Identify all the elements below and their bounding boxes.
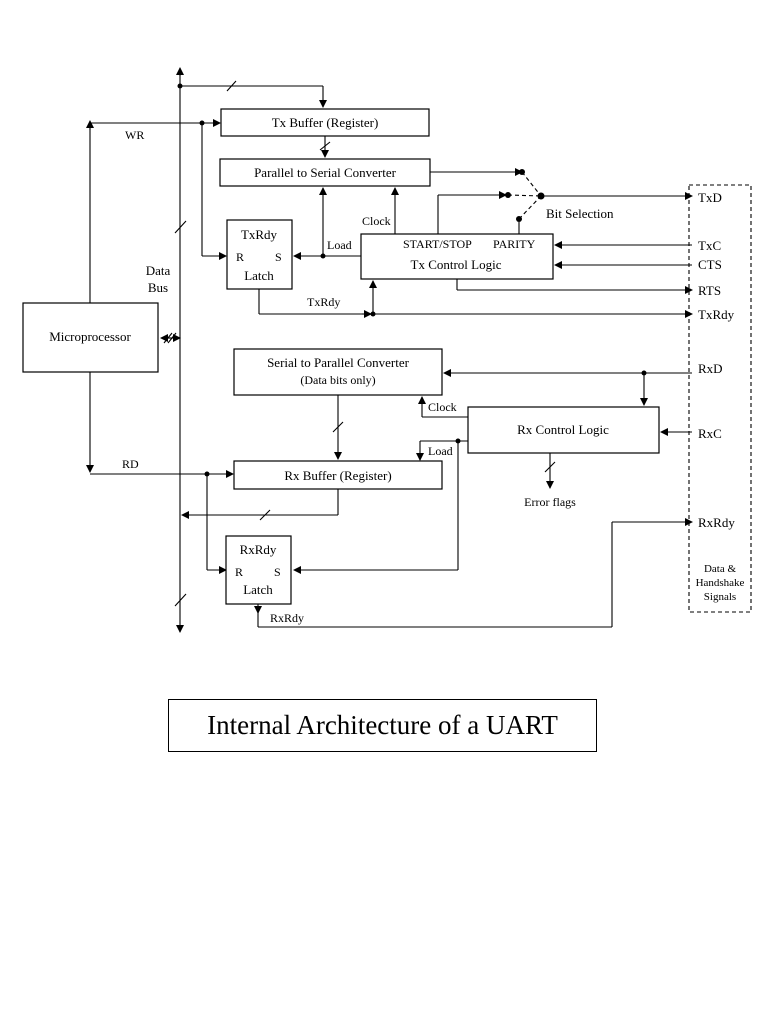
signal-txd: TxD: [698, 190, 722, 205]
uart-diagram: Data Bus Microprocessor WR RD Tx Buffer …: [22, 67, 752, 633]
error-flags-label: Error flags: [524, 495, 576, 509]
tx-control-wires: [293, 187, 520, 260]
wr-label: WR: [125, 128, 144, 142]
rd-label: RD: [122, 457, 139, 471]
rxbuffer-to-bus: [181, 489, 339, 521]
s2p-label: Serial to Parallel Converter: [267, 355, 410, 370]
s2p-to-rxbuffer: [332, 395, 344, 460]
txrdy-latch-bottom: Latch: [244, 268, 274, 283]
tx-control-label: Tx Control Logic: [411, 257, 502, 272]
tx-control-block: [360, 233, 554, 280]
rx-control-label: Rx Control Logic: [517, 422, 609, 437]
handshake-label-3: Signals: [704, 591, 736, 603]
microprocessor-label: Microprocessor: [49, 329, 131, 344]
signal-rts: RTS: [698, 283, 721, 298]
tx-control-startstop: START/STOP: [403, 237, 472, 251]
rxd-wire: [443, 369, 692, 406]
handshake-label-2: Handshake: [696, 577, 745, 589]
signal-rxd: RxD: [698, 361, 723, 376]
txrdy-wire-label: TxRdy: [307, 295, 340, 309]
wr-wire: [86, 119, 227, 303]
handshake-box: [688, 184, 752, 613]
load-rx-label: Load: [428, 444, 453, 458]
rxrdy-latch-bottom: Latch: [243, 582, 273, 597]
txrdy-latch-top: TxRdy: [241, 227, 278, 242]
bit-selection-label: Bit Selection: [546, 206, 614, 221]
rxrdy-wire-label: RxRdy: [270, 611, 304, 625]
rxrdy-latch-r: R: [235, 565, 243, 579]
p2s-label: Parallel to Serial Converter: [254, 165, 397, 180]
txrdy-latch-r: R: [236, 250, 244, 264]
data-bus-label: Bus: [148, 280, 168, 295]
rxrdy-latch-block: [225, 535, 292, 605]
clock-rx-label: Clock: [428, 400, 457, 414]
micro-bus-link: [160, 332, 181, 344]
signal-cts: CTS: [698, 257, 722, 272]
microprocessor-block: [22, 302, 159, 373]
signal-txc: TxC: [698, 238, 721, 253]
tx-control-parity: PARITY: [493, 237, 536, 251]
tx-buffer-label: Tx Buffer (Register): [272, 115, 379, 130]
rxrdy-wire: [254, 518, 693, 628]
handshake-label-1: Data &: [704, 563, 737, 575]
p2s-block: [219, 158, 431, 187]
s2p-block: [233, 348, 443, 396]
rx-buffer-block: [233, 460, 443, 490]
rx-buffer-label: Rx Buffer (Register): [284, 468, 391, 483]
txrdy-wire: [258, 280, 693, 318]
txbuffer-to-p2s: [319, 136, 331, 158]
rx-clock-wire: [418, 396, 468, 418]
bit-selection-switch: [505, 169, 693, 222]
rx-load-wire: [293, 438, 468, 574]
bus-to-txbuffer: [177, 80, 327, 108]
signal-txrdy: TxRdy: [698, 307, 735, 322]
rxrdy-latch-s: S: [274, 565, 281, 579]
diagram-caption: Internal Architecture of a UART: [168, 699, 597, 752]
txrdy-latch-s: S: [275, 250, 282, 264]
error-flags-wire: [544, 453, 556, 489]
signal-rxc: RxC: [698, 426, 722, 441]
txc-cts-wires: [456, 241, 693, 294]
rxrdy-latch-top: RxRdy: [240, 542, 277, 557]
data-bus-label: Data: [146, 263, 171, 278]
s2p-sublabel: (Data bits only): [300, 373, 375, 387]
clock-tx-label: Clock: [362, 214, 391, 228]
rx-control-block: [467, 406, 660, 454]
data-bus: [174, 67, 187, 633]
signal-rxrdy: RxRdy: [698, 515, 735, 530]
rd-wire: [86, 372, 234, 574]
load-tx-label: Load: [327, 238, 352, 252]
